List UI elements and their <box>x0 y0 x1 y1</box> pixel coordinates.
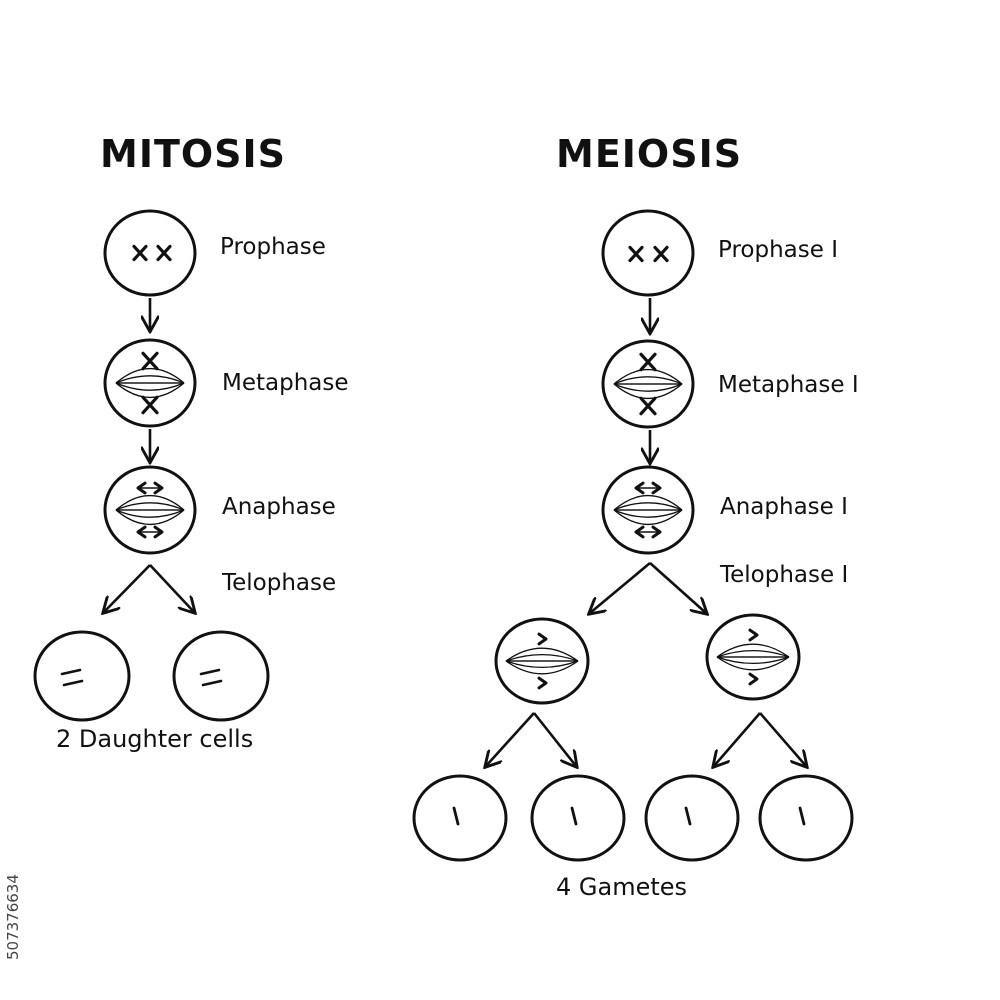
mitosis-title: MITOSIS <box>100 132 287 176</box>
meiosis-metaphase-cell-chromosome <box>639 396 657 416</box>
arrow-left-down <box>590 562 651 613</box>
arrow-right-down <box>759 712 806 766</box>
meiosis-telophase-cell-left-chromosome <box>537 676 548 690</box>
gamete-chromosome <box>452 806 460 826</box>
meiosis-telophase-label: Telophase I <box>720 562 849 588</box>
mitosis-telophase-label: Telophase <box>222 570 337 596</box>
spindle-fiber <box>505 654 579 662</box>
spindle-fiber <box>613 383 683 400</box>
meiosis-prophase-label: Prophase I <box>718 237 838 263</box>
mitosis-prophase-cell <box>103 209 197 297</box>
arrow-left-down <box>714 712 761 766</box>
spindle-fiber <box>716 656 790 664</box>
meiosis-telophase-cell-right-spindle <box>716 643 790 671</box>
spindle-fiber <box>613 368 683 385</box>
spindle-fiber <box>115 509 185 518</box>
spindle-fiber <box>613 494 683 511</box>
meiosis-title: MEIOSIS <box>556 132 743 176</box>
meiosis-telophase-cell-right-chromosome <box>748 672 759 686</box>
spindle-fiber <box>613 509 683 526</box>
chromosome-x <box>156 244 172 262</box>
stock-id: 507376634 <box>4 874 22 960</box>
gamete-cell <box>644 774 740 862</box>
chromosome-x <box>628 245 644 263</box>
arrow-right-down <box>149 564 194 612</box>
arrow-left-down <box>104 564 151 612</box>
meiosis-metaphase-cell-spindle <box>613 368 683 400</box>
mitosis-metaphase-cell-chromosome <box>141 395 159 415</box>
meiosis-metaphase-label: Metaphase I <box>718 372 859 398</box>
spindle-fiber <box>716 650 790 658</box>
meiosis-anaphase-cell-spindle <box>613 494 683 526</box>
mitosis-result-label: 2 Daughter cells <box>56 725 254 753</box>
spindle-fiber <box>115 382 185 399</box>
meiosis-telophase-cell-right <box>705 613 801 701</box>
spindle-fiber <box>115 509 185 526</box>
gamete-cell <box>530 774 626 862</box>
mitosis-daughter-cell <box>172 630 270 722</box>
gamete-chromosome <box>570 806 578 826</box>
spindle-fiber <box>716 643 790 658</box>
spindle-fiber <box>613 376 683 385</box>
meiosis-telophase-cell-left-chromosome <box>537 632 548 646</box>
spindle-fiber <box>505 660 579 668</box>
meiosis-telophase-cell-right-chromosome <box>748 628 759 642</box>
meiosis-telophase-cell-left <box>494 617 590 705</box>
spindle-fiber <box>613 383 683 392</box>
spindle-fiber <box>613 509 683 518</box>
spindle-fiber <box>505 647 579 662</box>
meiosis-anaphase-label: Anaphase I <box>720 494 848 520</box>
gamete-chromosome <box>684 806 692 826</box>
mitosis-prophase-label: Prophase <box>220 234 326 260</box>
spindle-fiber <box>115 494 185 511</box>
arrow-right-down <box>532 712 576 766</box>
mitosis-metaphase-cell-spindle <box>115 367 185 399</box>
mitosis-anaphase-cell <box>103 465 197 555</box>
spindle-fiber <box>716 656 790 671</box>
mitosis-anaphase-cell-spindle <box>115 494 185 526</box>
mitosis-metaphase-cell-chromosome <box>141 351 159 371</box>
spindle-fiber <box>115 382 185 391</box>
chromosome-x <box>132 244 148 262</box>
chromosome-x <box>653 245 669 263</box>
spindle-fiber <box>115 502 185 511</box>
spindle-fiber <box>115 375 185 384</box>
mitosis-daughter-cell <box>33 630 131 722</box>
daughter-chromosomes <box>199 668 223 687</box>
arrow-left-down <box>486 712 535 766</box>
gamete-chromosome <box>798 806 806 826</box>
meiosis-metaphase-cell-chromosome <box>639 352 657 372</box>
spindle-fiber <box>505 660 579 675</box>
daughter-chromosomes <box>60 668 84 687</box>
arrow-right-down <box>649 562 706 613</box>
meiosis-prophase-cell <box>601 209 695 297</box>
spindle-fiber <box>613 502 683 511</box>
gamete-cell <box>412 774 508 862</box>
meiosis-result-label: 4 Gametes <box>556 873 688 901</box>
mitosis-metaphase-label: Metaphase <box>222 370 349 396</box>
meiosis-anaphase-cell <box>601 465 695 555</box>
mitosis-anaphase-label: Anaphase <box>222 494 336 520</box>
gamete-cell <box>758 774 854 862</box>
meiosis-telophase-cell-left-spindle <box>505 647 579 675</box>
spindle-fiber <box>115 367 185 384</box>
meiosis-metaphase-cell <box>601 339 695 429</box>
mitosis-metaphase-cell <box>103 338 197 428</box>
